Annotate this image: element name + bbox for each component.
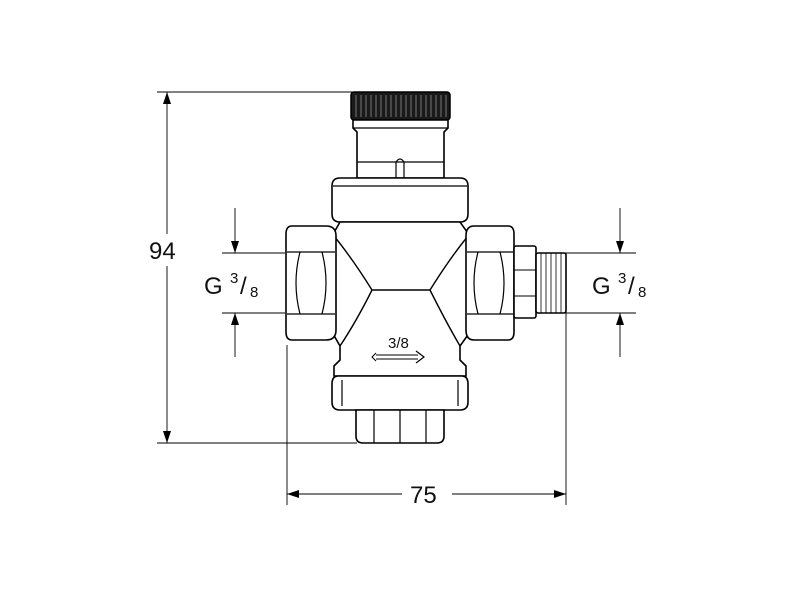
height-arrow-bottom	[163, 431, 171, 443]
right-thread-numerator: 3	[618, 270, 626, 287]
left-thread-arrow-top	[231, 241, 239, 253]
left-thread-denominator: 8	[250, 284, 258, 301]
left-thread-numerator: 3	[230, 270, 238, 287]
height-dimension-label: 94	[149, 238, 176, 265]
right-threaded-spigot	[513, 245, 567, 319]
housing-lower-contour	[339, 289, 461, 347]
width-dimension-label: 75	[410, 482, 437, 509]
height-arrow-top	[163, 92, 171, 104]
indicator-pin	[395, 158, 405, 178]
width-dimension: 75	[286, 312, 567, 509]
right-thread-arrow-top	[616, 241, 624, 253]
flow-direction-marking: 3/8	[371, 335, 425, 364]
left-thread-dimension: G 3 / 8	[204, 208, 285, 357]
right-thread-denominator: 8	[638, 284, 646, 301]
left-thread-arrow-bottom	[231, 313, 239, 325]
housing-upper-contour	[333, 235, 469, 291]
lower-collar	[331, 375, 469, 411]
flow-arrow-icon	[415, 350, 425, 364]
left-thread-slash: /	[240, 273, 247, 300]
height-dimension: 94	[149, 91, 357, 444]
left-thread-prefix: G	[204, 273, 223, 300]
valve-body: 3/8	[285, 91, 567, 444]
width-arrow-left	[287, 490, 299, 498]
right-union-nut	[465, 225, 515, 341]
bonnet	[352, 119, 449, 179]
upper-collar	[331, 177, 469, 223]
width-arrow-right	[554, 490, 566, 498]
right-thread-prefix: G	[592, 273, 611, 300]
flow-size-label: 3/8	[388, 335, 409, 352]
main-housing	[331, 221, 471, 377]
right-thread-slash: /	[628, 273, 635, 300]
left-union-nut	[285, 225, 337, 341]
knurled-cap	[350, 91, 451, 121]
right-thread-arrow-bottom	[616, 313, 624, 325]
